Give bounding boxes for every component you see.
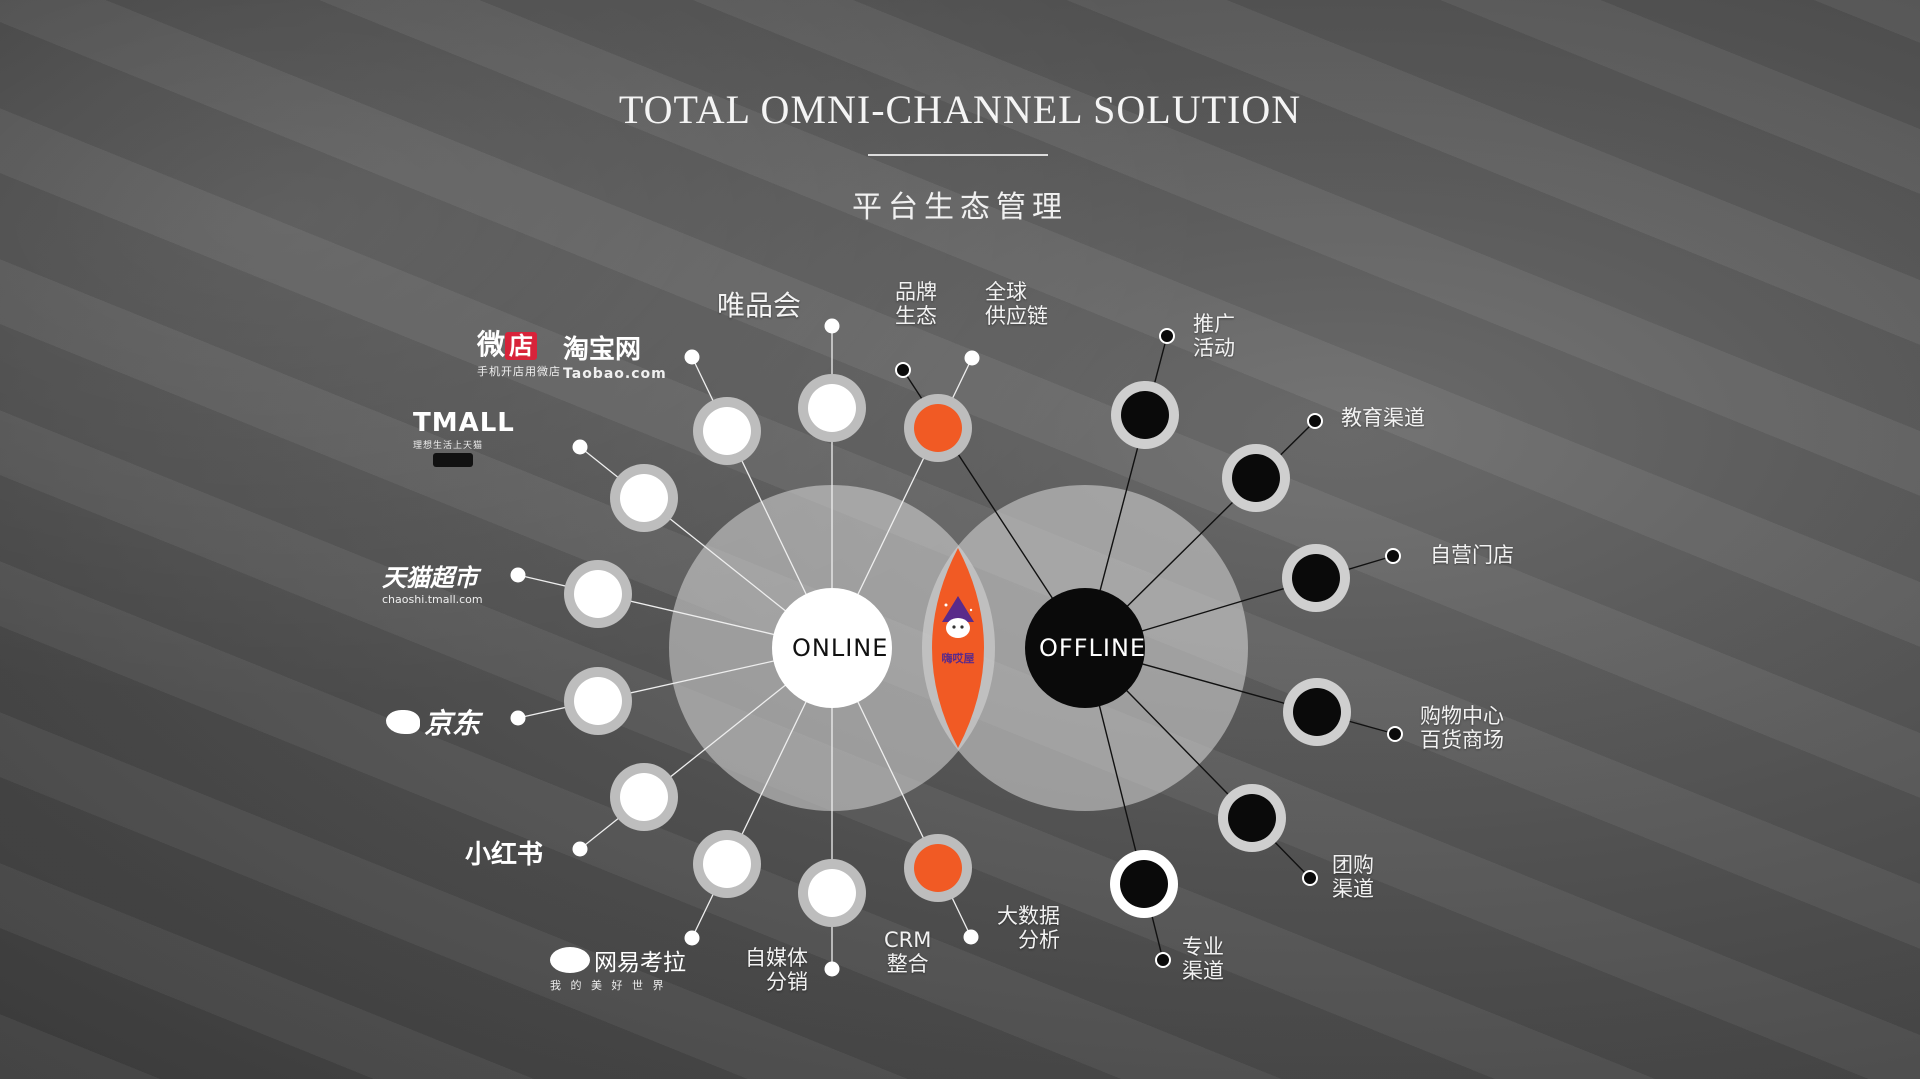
title-divider: [868, 154, 1048, 156]
page-title: TOTAL OMNI-CHANNEL SOLUTION: [618, 87, 1302, 132]
offline-nodes: [1110, 381, 1351, 918]
brand-chaoshi: 天猫超市 chaoshi.tmall.com: [382, 558, 483, 606]
chaoshi-domain: chaoshi.tmall.com: [382, 593, 483, 606]
tmall-cat-icon: [433, 453, 473, 467]
accent-nodes: [904, 394, 972, 902]
online-nodes: [564, 374, 866, 927]
label-group-buy: 团购 渠道: [1332, 853, 1374, 901]
label-own-store: 自营门店: [1430, 543, 1514, 567]
brand-weidian: 微店 手机开店用微店: [477, 323, 561, 379]
jd-name: 京东: [424, 707, 481, 740]
jd-dog-icon: [386, 710, 420, 734]
page-subtitle: 平台生态管理: [852, 190, 1068, 225]
offline-hub-label: OFFLINE: [1039, 634, 1147, 662]
tmall-name: TMALL: [413, 408, 515, 438]
brand-taobao: 淘宝网 Taobao.com: [563, 329, 667, 382]
taobao-name: 淘宝网: [563, 335, 642, 365]
overlap-lens: [932, 548, 984, 748]
tmall-slogan: 理想生活上天猫: [413, 441, 484, 451]
label-vip: 唯品会: [717, 289, 802, 322]
online-endpoint-dots: [510, 318, 980, 977]
offline-hub: [1025, 588, 1145, 708]
weidian-char-a: 微: [477, 328, 506, 361]
chaoshi-name: 天猫超市: [382, 564, 478, 592]
label-crm: CRM 整合: [884, 928, 932, 976]
kaola-name: 网易考拉: [594, 950, 686, 976]
label-brand-eco: 品牌 生态: [895, 280, 937, 328]
mascot-logo-icon: [942, 596, 974, 638]
weidian-char-b: 店: [505, 332, 538, 360]
brand-eco-dot: [895, 362, 911, 378]
kaola-slogan: 我 的 美 好 世 界: [550, 979, 667, 992]
online-hub-label: ONLINE: [792, 634, 889, 662]
label-education: 教育渠道: [1341, 406, 1425, 430]
brand-kaola: 网易考拉 我 的 美 好 世 界: [550, 943, 686, 993]
label-mall: 购物中心 百货商场: [1420, 704, 1504, 752]
label-self-media: 自媒体 分销: [745, 946, 808, 994]
weidian-slogan: 手机开店用微店: [477, 365, 561, 378]
online-hub: [772, 588, 892, 708]
label-pro-channel: 专业 渠道: [1182, 935, 1224, 983]
taobao-domain: Taobao.com: [563, 366, 667, 382]
kaola-koala-icon: [550, 947, 590, 973]
brand-xiaohongshu: 小红书: [465, 834, 543, 871]
label-big-data: 大数据 分析: [997, 904, 1060, 952]
offline-endpoint-dots: [1155, 328, 1403, 968]
label-promo: 推广 活动: [1193, 312, 1235, 360]
brand-jd: 京东: [386, 702, 480, 742]
center-logo-text: 嗨哎屋: [941, 652, 975, 665]
label-global-supply: 全球 供应链: [985, 280, 1048, 328]
brand-tmall: TMALL 理想生活上天猫: [413, 408, 515, 467]
xiaohongshu-name: 小红书: [465, 840, 544, 870]
